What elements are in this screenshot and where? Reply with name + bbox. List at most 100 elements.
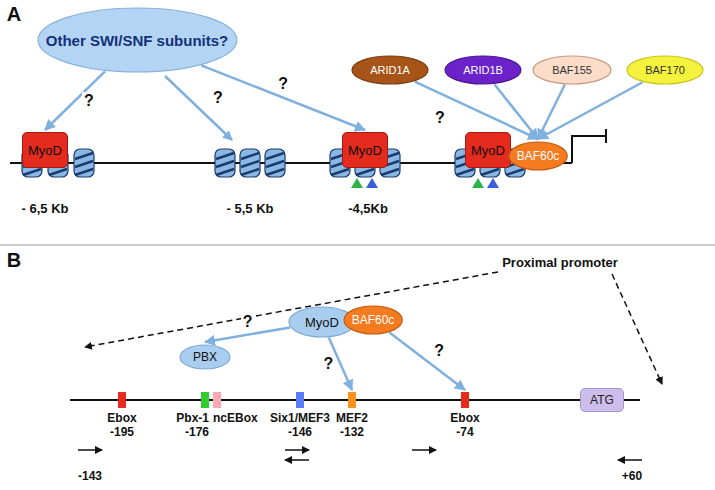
position-label: - 5,5 Kb (227, 201, 274, 216)
myod-box: MyoD (465, 132, 511, 168)
pbx-ellipse: PBX (179, 344, 231, 370)
connector-arrow (415, 82, 538, 139)
green-triangle (472, 178, 484, 188)
binding-site: Ebox-74 (450, 392, 479, 439)
site-label: -176 (185, 425, 209, 439)
dna-wrap (49, 169, 67, 175)
blue-triangle (366, 178, 378, 188)
nucleosomes (22, 149, 525, 177)
binding-site: MEF2-132 (336, 392, 368, 439)
nucleosome (74, 149, 94, 177)
panel-letter: A (7, 3, 21, 26)
site-label: ncEBox (213, 411, 258, 425)
green-triangle (351, 178, 363, 188)
binding-site: Ebox-195 (107, 392, 136, 439)
dna-wrap (481, 169, 499, 175)
site-marker (201, 392, 209, 408)
primer-arrow (412, 449, 436, 451)
dna-wrap (381, 169, 399, 175)
dna-wrap (506, 169, 524, 175)
site-label: Ebox (107, 411, 136, 425)
nucleosome (265, 149, 285, 177)
site-label: Six1/MEF3 (270, 411, 330, 425)
connector-arrow (389, 333, 465, 390)
site-label: -74 (456, 425, 473, 439)
primer-position: +60 (622, 469, 642, 483)
panel-letter: B (7, 249, 21, 272)
site-label: -146 (288, 425, 312, 439)
dna-wrap (266, 161, 284, 167)
dna-wrap (266, 153, 284, 159)
connector-arrow (45, 71, 105, 130)
edge-label: ? (432, 342, 446, 360)
connector-arrow (538, 82, 642, 139)
dna-wrap (216, 161, 234, 167)
edge-label: ? (82, 92, 96, 110)
region-label: Proximal promoter (502, 255, 618, 270)
node-label: ARID1B (463, 64, 503, 77)
position-label: - 6,5 Kb (22, 201, 69, 216)
node-label: MyoD (348, 143, 382, 158)
node-label: BAF60c (352, 313, 395, 327)
binding-site: Six1/MEF3-146 (270, 392, 330, 439)
site-marker (213, 392, 221, 408)
edge-label: ? (322, 355, 336, 373)
subunit-ellipse: BAF170 (626, 55, 704, 85)
blue-triangle (487, 178, 499, 188)
baf60c-ellipse: BAF60c (343, 305, 403, 335)
node-label: BAF170 (645, 64, 685, 77)
question-mark: ? (435, 109, 445, 127)
atg-box: ATG (580, 388, 624, 412)
nucleosome (215, 149, 235, 177)
node-label: MyoD (471, 143, 505, 158)
myod-box: MyoD (342, 132, 388, 168)
dna-wrap (216, 169, 234, 175)
myod-box: MyoD (22, 132, 68, 168)
subunit-ellipse: ARID1B (444, 55, 522, 85)
node-label: ARID1A (370, 64, 410, 77)
site-label: Ebox (450, 411, 479, 425)
baf60c-ellipse: BAF60c (508, 141, 568, 171)
dna-wrap (75, 161, 93, 167)
site-marker (348, 392, 356, 408)
connector-arrow (494, 84, 538, 139)
site-label: -132 (340, 425, 364, 439)
nucleosome (240, 149, 260, 177)
site-marker (461, 392, 469, 408)
dna-wrap (266, 169, 284, 175)
primer-arrow (78, 449, 102, 451)
subunit-ellipse: BAF155 (532, 55, 612, 85)
node-label: MyoD (28, 143, 62, 158)
dna-wrap (331, 169, 349, 175)
binding-site: ncEBox (213, 392, 258, 425)
panel-divider (0, 244, 715, 246)
site-marker (118, 392, 126, 408)
site-label: MEF2 (336, 411, 368, 425)
primer-arrow (285, 459, 309, 461)
question-arrow (165, 76, 232, 140)
dna-wrap (456, 169, 474, 175)
dna-wrap (216, 153, 234, 159)
position-label: -4,5Kb (348, 201, 388, 216)
node-label: BAF60c (517, 149, 560, 163)
transcription-start (572, 129, 606, 163)
node-label: PBX (193, 350, 217, 364)
node-label: BAF155 (552, 64, 592, 77)
primer-position: -143 (78, 469, 102, 483)
dna-wrap (241, 153, 259, 159)
dna-wrap (241, 161, 259, 167)
node-label: ATG (590, 393, 614, 407)
question-mark: ? (213, 89, 223, 107)
dashed-arrow (612, 274, 662, 384)
binding-site: Pbx-1-176 (176, 392, 209, 439)
site-label: Pbx-1 (176, 411, 209, 425)
primer-arrow (618, 459, 642, 461)
edge-label: ? (276, 75, 290, 93)
dna-wrap (241, 169, 259, 175)
dashed-arrow (85, 272, 498, 347)
dna-wrap (356, 169, 374, 175)
dna-wrap (23, 169, 41, 175)
dna-wrap (75, 169, 93, 175)
subunits-ellipse: Other SWI/SNF subunits? (37, 7, 238, 73)
node-label: Other SWI/SNF subunits? (46, 32, 229, 49)
